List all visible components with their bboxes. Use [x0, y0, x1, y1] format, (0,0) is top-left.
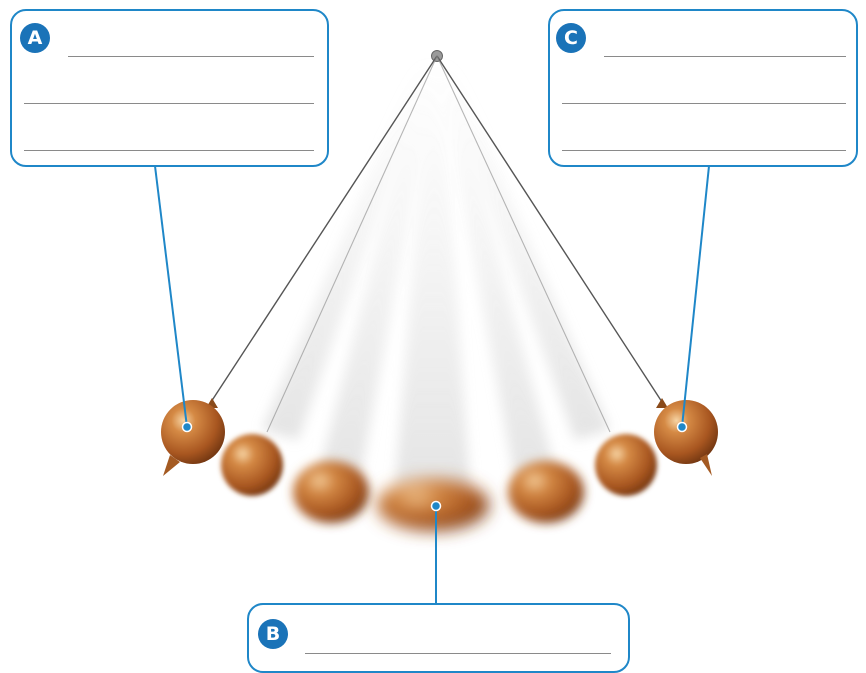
answer-line-a3[interactable] — [24, 150, 314, 151]
leader-line-c — [681, 165, 710, 428]
bob-blur-5 — [595, 434, 657, 496]
bob-right — [654, 398, 718, 476]
leader-dot-b — [430, 500, 442, 512]
bob-blur-2 — [293, 461, 369, 523]
answer-line-a2[interactable] — [24, 103, 314, 104]
badge-a: A — [20, 23, 50, 53]
leader-line-a — [154, 165, 188, 428]
answer-line-c1[interactable] — [604, 56, 846, 57]
bob-blur-1 — [221, 434, 283, 496]
label-box-b: B — [247, 603, 630, 673]
answer-line-c2[interactable] — [562, 103, 846, 104]
leader-dot-c — [676, 421, 688, 433]
string-mid-left — [266, 55, 438, 433]
string-left — [210, 55, 438, 403]
badge-b: B — [258, 619, 288, 649]
answer-line-a1[interactable] — [68, 56, 314, 57]
string-mid-right — [436, 55, 611, 433]
answer-line-b1[interactable] — [305, 653, 611, 654]
string-right — [436, 55, 663, 403]
bob-blur-4 — [508, 461, 584, 523]
answer-line-c3[interactable] — [562, 150, 846, 151]
motion-trails — [262, 60, 610, 488]
label-box-a: A — [10, 9, 329, 167]
bob-left — [161, 398, 225, 476]
leader-dot-a — [181, 421, 193, 433]
label-box-c: C — [548, 9, 858, 167]
badge-c: C — [556, 23, 586, 53]
